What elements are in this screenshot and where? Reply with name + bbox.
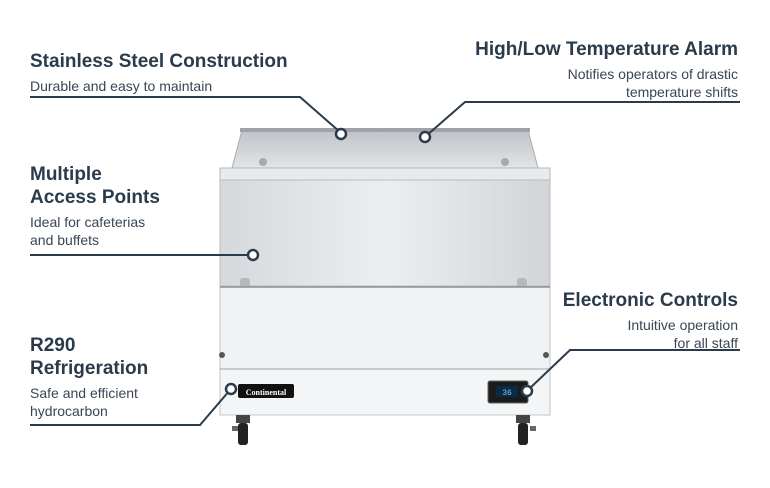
cooler-top-rim	[219, 167, 551, 181]
feature-refrigeration-desc-2: hydrocarbon	[30, 403, 108, 419]
cooler-lid	[231, 129, 539, 169]
feature-access: Multiple Access Points Ideal for cafeter…	[30, 163, 220, 249]
callout-line-refrigeration	[30, 389, 231, 426]
feature-stainless: Stainless Steel Construction Durable and…	[30, 50, 330, 95]
logo-text: Continental	[246, 388, 287, 397]
lid-hinge-left	[259, 158, 267, 166]
lid-hinge-right	[501, 158, 509, 166]
screw-left	[219, 352, 225, 358]
screw-right	[543, 352, 549, 358]
callout-line-alarm	[425, 101, 740, 137]
callout-line-stainless	[30, 96, 341, 133]
feature-controls-desc-2: for all staff	[673, 335, 738, 351]
callout-dot-refrigeration	[224, 382, 238, 396]
callout-line-controls	[527, 349, 740, 391]
caster-right	[516, 415, 536, 445]
feature-alarm-title: High/Low Temperature Alarm	[475, 39, 738, 60]
feature-access-desc-1: Ideal for cafeterias	[30, 214, 146, 230]
feature-access-desc-2: and buffets	[30, 232, 100, 248]
feature-access-title-1: Multiple	[30, 164, 102, 185]
feature-refrigeration-title-2: Refrigeration	[30, 358, 149, 379]
lid-edge	[240, 128, 530, 132]
feature-controls: Electronic Controls Intuitive operation …	[518, 289, 738, 352]
callout-dot-controls	[520, 384, 534, 398]
callout-dot-access	[246, 248, 260, 262]
feature-stainless-desc: Durable and easy to maintain	[30, 78, 213, 94]
caster-left	[232, 415, 250, 445]
upper-door	[219, 179, 551, 287]
callout-dot-alarm	[418, 130, 432, 144]
feature-controls-title: Electronic Controls	[562, 290, 738, 311]
feature-stainless-title: Stainless Steel Construction	[30, 51, 288, 72]
display-reading: 36	[502, 389, 512, 398]
feature-alarm-desc-2: temperature shifts	[625, 84, 738, 100]
feature-alarm: High/Low Temperature Alarm Notifies oper…	[418, 38, 738, 101]
feature-refrigeration-desc-1: Safe and efficient	[30, 385, 138, 401]
feature-alarm-desc-1: Notifies operators of drastic	[567, 66, 738, 82]
logo-badge	[238, 384, 294, 398]
feature-access-title-2: Access Points	[30, 187, 160, 208]
lower-panel	[219, 286, 551, 370]
feature-controls-desc-1: Intuitive operation	[627, 317, 738, 333]
feature-refrigeration-title-1: R290	[30, 335, 76, 356]
feature-refrigeration: R290 Refrigeration Safe and efficient hy…	[30, 334, 220, 420]
callout-dot-stainless	[334, 127, 348, 141]
